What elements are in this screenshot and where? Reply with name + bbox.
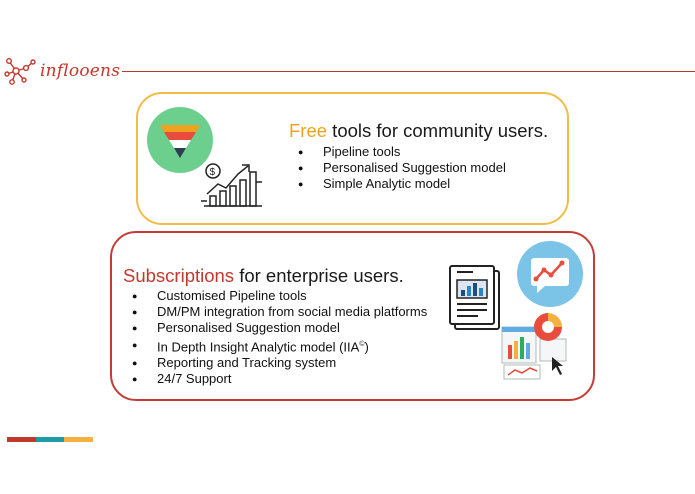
- free-highlight: Free: [289, 120, 328, 141]
- iia-close: ): [364, 338, 369, 354]
- free-tools-card: $ Free tools for community users. Pipeli…: [136, 92, 569, 225]
- funnel-icon: [147, 107, 213, 173]
- subscriptions-list: Customised Pipeline tools DM/PM integrat…: [132, 288, 427, 388]
- brand-logo-text: inflooens: [40, 61, 121, 81]
- footer-swatch: [7, 437, 36, 442]
- subscriptions-title: Subscriptions for enterprise users.: [123, 265, 404, 287]
- header: inflooens: [0, 52, 695, 92]
- list-item: 24/7 Support: [132, 371, 427, 387]
- report-document-icon: [449, 265, 500, 330]
- list-item: Pipeline tools: [298, 144, 506, 160]
- free-title-rest: tools for community users.: [327, 120, 549, 141]
- trend-line-icon: [517, 241, 583, 307]
- free-tools-list: Pipeline tools Personalised Suggestion m…: [298, 144, 506, 193]
- footer-swatch: [35, 437, 65, 442]
- svg-text:$: $: [210, 167, 216, 178]
- network-nodes-icon: [4, 58, 36, 85]
- subscriptions-card: Subscriptions for enterprise users. Cust…: [110, 231, 595, 401]
- subscriptions-highlight: Subscriptions: [123, 265, 235, 286]
- list-item: Personalised Suggestion model: [132, 320, 427, 336]
- list-item: DM/PM integration from social media plat…: [132, 304, 427, 320]
- dashboard-charts-icon: [501, 313, 567, 380]
- list-item: Customised Pipeline tools: [132, 288, 427, 304]
- list-item: Reporting and Tracking system: [132, 355, 427, 371]
- list-item: In Depth Insight Analytic model (IIA©): [132, 337, 427, 356]
- iia-label: In Depth Insight Analytic model (IIA: [157, 338, 360, 354]
- header-divider: [122, 71, 695, 72]
- growth-chart-icon: $: [201, 163, 262, 207]
- footer-color-bar: [7, 437, 94, 442]
- list-item: Simple Analytic model: [298, 176, 506, 192]
- footer-swatch: [64, 437, 94, 442]
- subscriptions-title-rest: for enterprise users.: [234, 265, 404, 286]
- copyright-mark: ©: [359, 340, 365, 348]
- free-tools-title: Free tools for community users.: [289, 120, 548, 142]
- list-item: Personalised Suggestion model: [298, 160, 506, 176]
